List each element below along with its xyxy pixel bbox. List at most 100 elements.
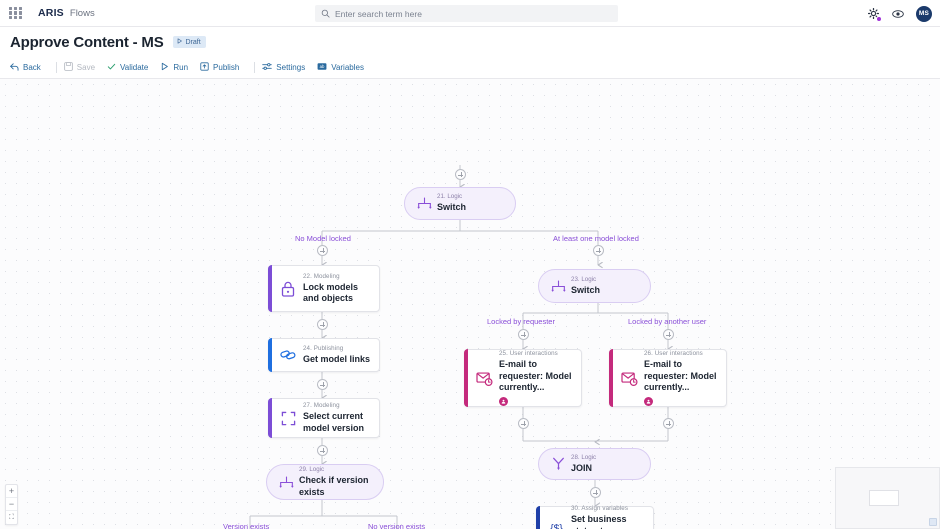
eye-icon[interactable] [891,7,905,21]
toolbar-divider-2 [254,62,256,73]
add-step-button[interactable] [518,418,529,429]
mail-clock-icon [614,371,644,386]
global-search[interactable] [315,5,618,22]
flow-node-26-email-requester[interactable]: 26. User interactions E-mail to requeste… [609,349,727,407]
validate-button[interactable]: Validate [107,62,156,73]
link-icon [273,348,303,362]
save-button[interactable]: Save [64,62,103,73]
add-step-button[interactable] [593,245,604,256]
add-step-button[interactable] [663,418,674,429]
add-step-button[interactable] [317,379,328,390]
status-badge-label: Draft [185,38,201,46]
mail-clock-icon [469,371,499,386]
settings-gear-icon[interactable] [866,7,882,22]
back-button[interactable]: Back [10,62,49,73]
edge-label-no-model-locked: No Model locked [295,234,351,243]
flow-canvas[interactable]: No Model locked At least one model locke… [0,79,940,529]
node-title: Switch [571,284,601,295]
node-type-label: 26. User interactions [644,350,703,358]
zoom-out-button[interactable]: − [6,498,17,511]
flow-node-27-select-model-version[interactable]: 27. Modeling Select current model versio… [268,398,380,438]
canvas-vertical-scrollbar[interactable] [935,79,940,529]
minimap-viewport[interactable] [869,490,899,506]
save-label: Save [76,63,96,72]
publish-label: Publish [213,63,240,72]
flow-node-23-switch[interactable]: 23. Logic Switch [538,269,651,303]
node-accent-bar [268,265,272,312]
top-bar: ARIS Flows MS [0,0,940,27]
node-type-label: 24. Publishing [303,344,344,352]
search-input[interactable] [335,8,612,19]
join-icon [545,457,571,471]
settings-label: Settings [276,63,306,72]
variable-icon: {$} [541,520,571,529]
toolbar-divider-1 [55,62,57,73]
flow-node-21-switch[interactable]: 21. Logic Switch [404,187,516,220]
publish-button[interactable]: Publish [200,62,247,73]
edge-label-version-exists: Version exists [223,522,270,529]
node-title: Set business status to 'Terminated -... [571,514,627,529]
node-accent-bar [268,398,272,438]
minimap-toggle-button[interactable] [929,518,937,526]
flow-node-29-check-version[interactable]: 29. Logic Check if version exists [266,464,384,500]
app-launcher-icon[interactable] [9,6,22,20]
flow-node-28-join[interactable]: 28. Logic JOIN [538,448,651,480]
add-step-button[interactable] [317,245,328,256]
node-type-label: 21. Logic [437,193,463,201]
node-type-label: 29. Logic [299,466,325,473]
sliders-icon [262,62,273,73]
canvas-minimap[interactable] [835,467,940,529]
flow-node-24-get-model-links[interactable]: 24. Publishing Get model links [268,338,380,372]
settings-button[interactable]: Settings [262,62,313,73]
status-badge[interactable]: Draft [172,36,206,48]
node-title: JOIN [571,462,593,473]
svg-text:ab: ab [320,64,325,69]
switch-icon [273,476,299,489]
notification-badge [876,15,882,22]
node-title: Get model links [303,353,371,364]
lock-icon [273,281,303,297]
flow-node-30-set-business-status[interactable]: {$} 30. Assign variables Set business st… [536,505,654,529]
node-type-label: 22. Modeling [303,272,340,280]
add-step-button[interactable] [317,445,328,456]
node-title: E-mail to requester: Model currently... [644,359,717,393]
node-title: Lock models and objects [303,281,359,304]
switch-icon [545,280,571,293]
play-icon [160,62,169,73]
node-title: E-mail to requester: Model currently... [499,359,572,393]
flow-node-25-email-requester[interactable]: 25. User interactions E-mail to requeste… [464,349,582,407]
node-accent-bar [536,506,540,529]
user-avatar[interactable]: MS [916,5,932,22]
back-label: Back [23,63,41,72]
add-step-button[interactable] [455,169,466,180]
add-step-button[interactable] [317,319,328,330]
edge-label-no-version-exists: No version exists [368,522,426,529]
node-accent-bar [464,349,468,407]
publish-icon [200,62,209,73]
node-type-label: 28. Logic [571,453,597,461]
page-title: Approve Content - MS [10,33,164,51]
edge-label-at-least-one-locked: At least one model locked [553,234,639,243]
run-button[interactable]: Run [160,62,196,73]
brand-subtitle: Flows [69,7,95,19]
check-icon [107,62,116,73]
user-badge-icon [644,396,653,406]
add-step-button[interactable] [590,487,601,498]
node-type-label: 23. Logic [571,275,597,283]
zoom-in-button[interactable]: + [6,485,17,498]
run-label: Run [173,63,189,72]
page-header: Approve Content - MS Draft [0,27,940,57]
node-title: Select current model version [303,411,365,433]
variables-icon: ab [317,62,327,73]
add-step-button[interactable] [518,329,529,340]
search-icon [321,5,330,23]
node-title: Switch [437,202,467,213]
edge-label-locked-by-requester: Locked by requester [487,317,555,326]
user-badge-icon [499,396,508,406]
top-bar-actions: MS [866,0,932,27]
flow-node-22-lock-models[interactable]: 22. Modeling Lock models and objects [268,265,380,312]
add-step-button[interactable] [663,329,674,340]
variables-button[interactable]: ab Variables [317,62,372,73]
zoom-fit-button[interactable]: ⛶ [9,513,14,521]
brand-logo[interactable]: ARIS [38,7,64,19]
